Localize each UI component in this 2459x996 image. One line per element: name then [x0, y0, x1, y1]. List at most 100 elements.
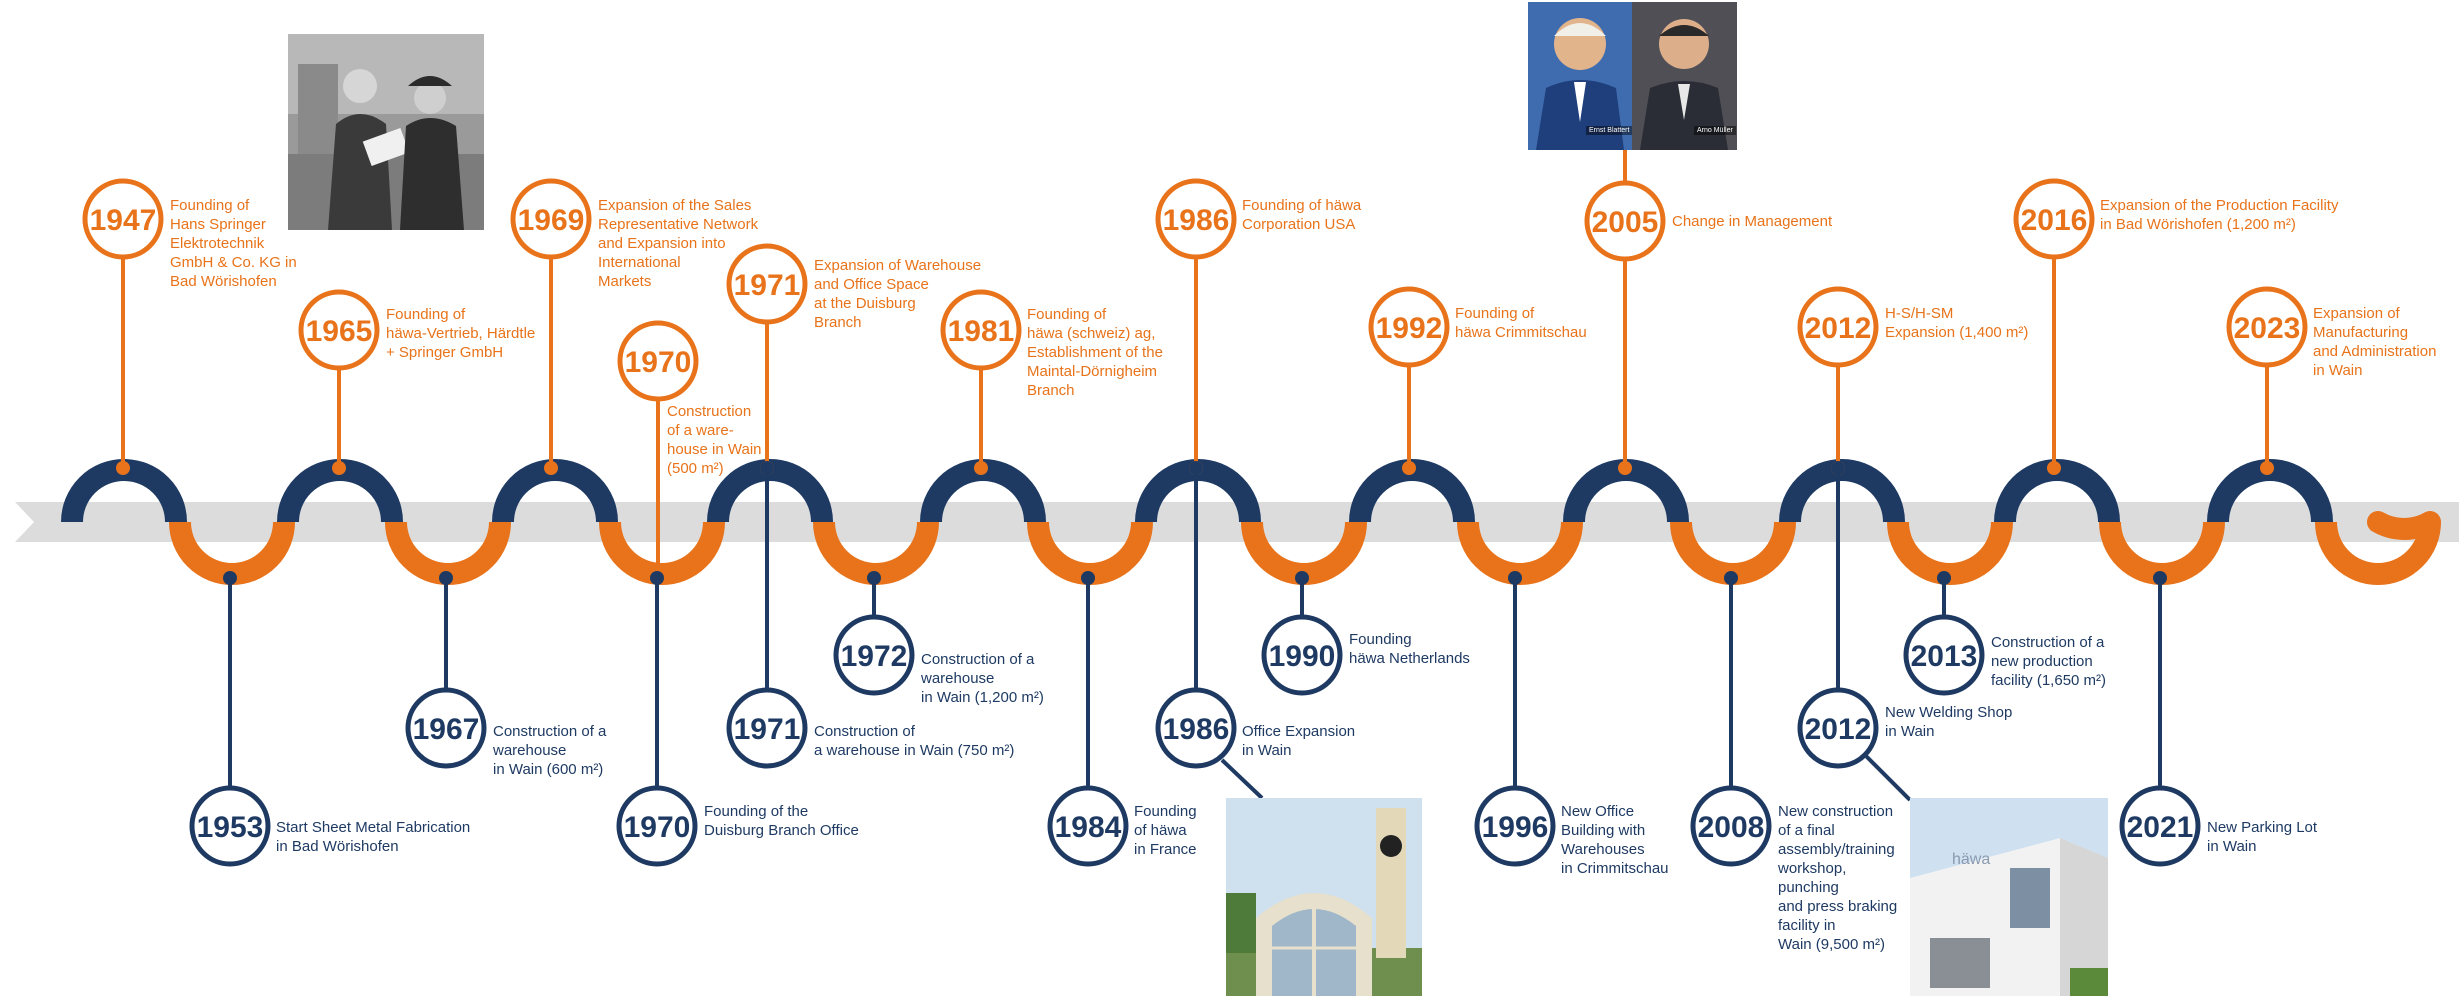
top-year-circle: [298, 289, 380, 371]
portrait-caption-right: Arno Müller: [1694, 126, 1736, 135]
bottom-year-circle: [1903, 614, 1985, 696]
bottom-year-circle: [2119, 785, 2201, 867]
bottom-year-circle: [1797, 687, 1879, 769]
bottom-event-description: New construction of a final assembly/tra…: [1778, 803, 1898, 953]
bottom-year-label: 1971: [734, 713, 801, 746]
bottom-event-description: New Welding Shop in Wain: [1885, 704, 2013, 740]
top-year-circle: [2013, 178, 2095, 260]
bottom-event-description: Start Sheet Metal Fabrication in Bad Wör…: [276, 819, 471, 855]
top-year-label: 1992: [1376, 312, 1443, 345]
top-dot: [2047, 461, 2061, 475]
top-year-label: 1986: [1163, 204, 1230, 237]
bottom-dot: [760, 461, 774, 475]
bottom-event-description: New Office Building with Warehouses in C…: [1561, 803, 1669, 877]
top-year-label: 2005: [1592, 206, 1659, 239]
bottom-year-label: 1970: [624, 811, 691, 844]
bottom-year-circle: [1474, 785, 1556, 867]
top-year-circle: [940, 289, 1022, 371]
top-event-description: Founding of häwa (schweiz) ag, Establish…: [1027, 306, 1163, 399]
bottom-dot: [1189, 461, 1203, 475]
top-event-description: Founding of Hans Springer Elektrotechnik…: [170, 197, 297, 290]
bottom-year-label: 2021: [2127, 811, 2194, 844]
bottom-year-circle: [726, 687, 808, 769]
bottom-event-description: Office Expansion in Wain: [1242, 723, 1356, 759]
bottom-year-circle: [405, 687, 487, 769]
top-year-circle: [726, 243, 808, 325]
building-sign-text: häwa: [1952, 851, 1990, 868]
top-year-label: 1947: [90, 204, 157, 237]
top-event-description: Change in Management: [1672, 213, 1833, 230]
bottom-year-circle: [1261, 614, 1343, 696]
bottom-event-description: Construction of a warehouse in Wain (1,2…: [921, 651, 1044, 706]
bottom-year-circle: [189, 785, 271, 867]
bottom-year-label: 2012: [1805, 713, 1872, 746]
bottom-year-circle: [1155, 687, 1237, 769]
bottom-dot: [1937, 571, 1951, 585]
bottom-dot: [867, 571, 881, 585]
bottom-dot: [1724, 571, 1738, 585]
top-year-label: 1971: [734, 269, 801, 302]
top-year-circle: [1797, 286, 1879, 368]
top-event-description: Construction of a ware- house in Wain (5…: [667, 403, 762, 477]
management-portraits-photo: Ernst Blattert Arno Müller: [1528, 2, 1737, 150]
top-year-circle: [617, 320, 699, 402]
timeline-band: [15, 502, 2459, 542]
top-events: 1947 1965 1969 1970 1971 1981 1986 1992 2005 2012…: [82, 178, 2308, 582]
bottom-year-label: 1953: [197, 811, 264, 844]
top-event-description: Expansion of the Sales Representative Ne…: [598, 197, 759, 290]
top-dot: [2260, 461, 2274, 475]
bottom-dot: [1295, 571, 1309, 585]
arc-down: [1887, 521, 2013, 585]
top-year-circle: [82, 178, 164, 260]
top-year-circle: [510, 178, 592, 260]
bottom-dot: [2153, 571, 2167, 585]
top-year-circle: [1155, 178, 1237, 260]
top-dot: [1618, 461, 1632, 475]
bottom-year-label: 1986: [1163, 713, 1230, 746]
bottom-year-label: 1967: [413, 713, 480, 746]
top-dot: [1402, 461, 1416, 475]
top-year-label: 2012: [1805, 312, 1872, 345]
photo-connector-1986: [1220, 758, 1264, 800]
bottom-event-description: Construction of a warehouse in Wain (750…: [814, 723, 1015, 759]
bottom-year-label: 1996: [1482, 811, 1549, 844]
bottom-dot: [650, 571, 664, 585]
portrait-caption-left: Ernst Blattert: [1586, 126, 1633, 135]
bottom-year-label: 1984: [1055, 811, 1122, 844]
top-year-label: 2016: [2021, 204, 2088, 237]
office-building-photo: [1226, 798, 1422, 996]
bottom-year-label: 2008: [1698, 811, 1765, 844]
top-year-label: 1981: [948, 315, 1015, 348]
bottom-year-circle: [616, 785, 698, 867]
top-dot: [544, 461, 558, 475]
top-event-description: Expansion of the Production Facility in …: [2100, 197, 2339, 233]
bottom-event-description: Founding häwa Netherlands: [1349, 631, 1470, 667]
top-year-label: 1965: [306, 315, 373, 348]
top-event-description: Founding of häwa Corporation USA: [1242, 197, 1362, 233]
bottom-year-circle: [1690, 785, 1772, 867]
bottom-dot: [439, 571, 453, 585]
photo-connector-2012: [1864, 754, 1912, 802]
bottom-dot: [1081, 571, 1095, 585]
bottom-event-description: Construction of a new production facilit…: [1991, 634, 2107, 689]
arc-end: [2367, 511, 2441, 540]
top-event-description: Founding of häwa-Vertrieb, Härdtle + Spr…: [386, 306, 536, 361]
bottom-dot: [223, 571, 237, 585]
top-year-label: 1969: [518, 204, 585, 237]
top-year-label: 1970: [625, 346, 692, 379]
bottom-event-description: New Parking Lot in Wain: [2207, 819, 2318, 855]
top-event-description: Founding of häwa Crimmitschau: [1455, 305, 1587, 341]
bottom-event-description: Founding of the Duisburg Branch Office: [704, 803, 859, 839]
bottom-dot: [1831, 461, 1845, 475]
historic-photo-founders: [288, 34, 484, 230]
arc-down: [2315, 521, 2441, 585]
bottom-year-circle: [1047, 785, 1129, 867]
top-event-description: Expansion of Warehouse and Office Space …: [814, 257, 982, 331]
top-dot: [332, 461, 346, 475]
bottom-event-description: Construction of a warehouse in Wain (600…: [493, 723, 607, 778]
bottom-event-description: Founding of häwa in France: [1134, 803, 1197, 858]
bottom-dot: [1508, 571, 1522, 585]
